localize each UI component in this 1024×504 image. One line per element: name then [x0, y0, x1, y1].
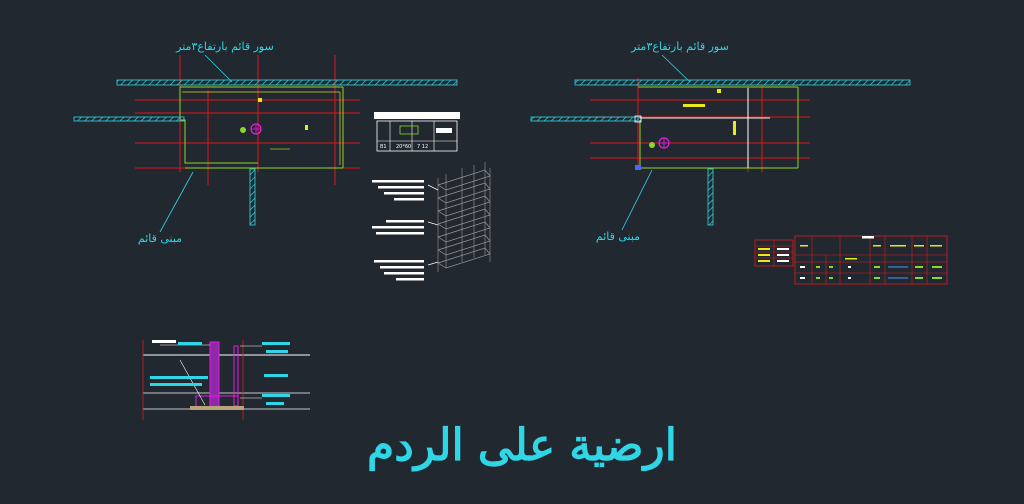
legend-table-large	[794, 235, 948, 285]
left-fence-leader	[204, 54, 233, 83]
section-column	[209, 341, 220, 409]
right-side-wall	[530, 116, 642, 122]
left-plan: سور قائم بارتفاع٣متر مبنى قائم	[73, 40, 458, 245]
drawing-title: ارضية على الردم	[367, 420, 677, 471]
left-existing-building-wall	[249, 168, 256, 226]
right-building-leader	[621, 169, 653, 231]
left-side-wall	[73, 116, 185, 122]
foundation-section-detail	[142, 340, 310, 420]
left-level-marker	[240, 127, 246, 133]
right-slab-outline	[638, 86, 799, 169]
right-plan: سور قائم بارتفاع٣متر مبنى قائم	[530, 40, 911, 243]
beam-schedule-table: B1 20*60 7 12	[374, 112, 460, 152]
left-building-label: مبنى قائم	[138, 232, 182, 245]
right-existing-building-wall	[707, 168, 714, 226]
legend-table-small	[754, 239, 794, 267]
right-fence-wall	[574, 79, 911, 86]
left-slab-outline	[179, 86, 344, 169]
rebar-notes	[372, 180, 424, 281]
left-fence-wall	[116, 79, 458, 86]
right-level-marker	[649, 142, 655, 148]
schedule-cell-1: 20*60	[396, 144, 411, 150]
left-building-leader	[159, 171, 194, 233]
left-inner-lines	[182, 91, 341, 165]
schedule-row-label: B1	[380, 144, 387, 150]
schedule-cell-2: 7 12	[417, 144, 428, 150]
right-fence-leader	[661, 54, 691, 83]
rebar-cage-detail	[427, 162, 491, 272]
right-building-label: مبنى قائم	[596, 230, 640, 243]
right-grid-lines	[590, 78, 810, 172]
right-fence-label: سور قائم بارتفاع٣متر	[630, 40, 729, 53]
right-white-lines	[640, 88, 770, 168]
left-fence-label: سور قائم بارتفاع٣متر	[175, 40, 274, 53]
